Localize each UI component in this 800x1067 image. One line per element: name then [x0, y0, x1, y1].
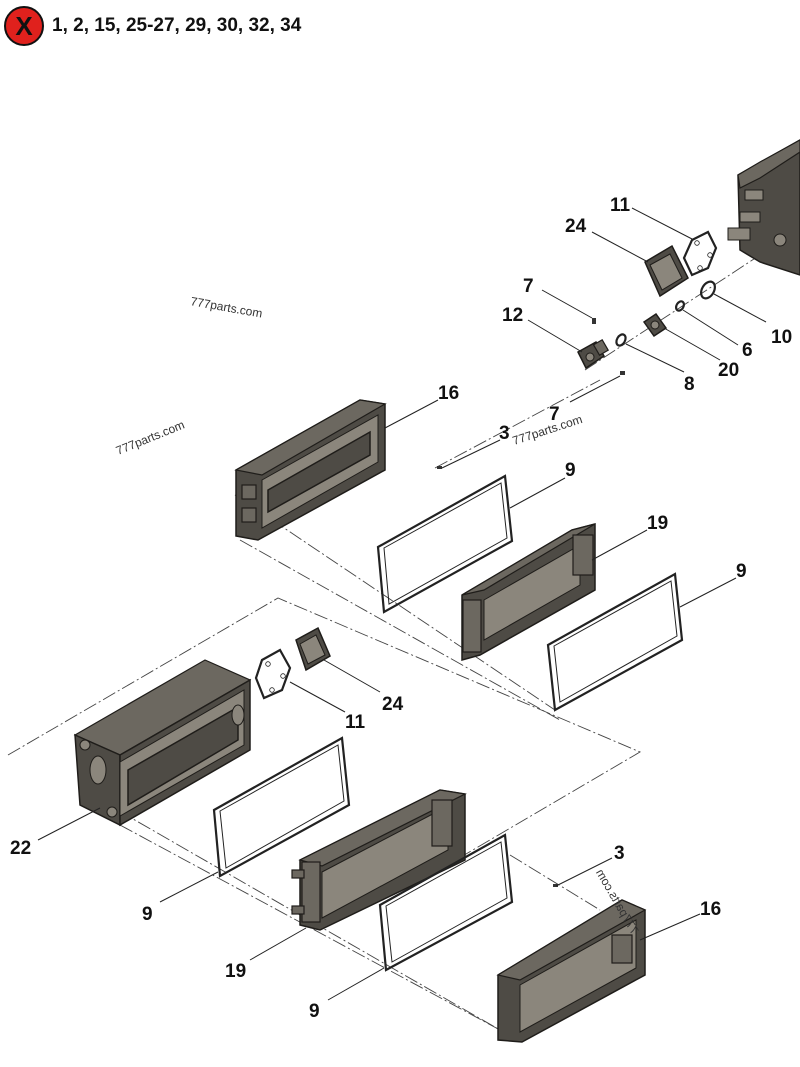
excluded-badge-icon: X — [4, 6, 44, 46]
callout-19-upper: 19 — [647, 513, 668, 534]
callout-9-c: 9 — [142, 904, 153, 925]
gasket-9-lower-right — [378, 833, 514, 972]
gasket-11-upper — [682, 230, 718, 277]
gasket-9-upper-left — [376, 474, 514, 614]
callout-11-lower: 11 — [345, 712, 366, 733]
ring-8 — [615, 333, 627, 347]
plate-24-upper — [644, 244, 689, 298]
callout-6: 6 — [742, 340, 753, 361]
header: X 1, 2, 15, 25-27, 29, 30, 32, 34 — [4, 6, 301, 46]
callout-9-d: 9 — [309, 1001, 320, 1022]
cooler-core-19-lower — [291, 789, 467, 931]
main-housing-partial — [727, 139, 800, 276]
ring-6 — [674, 300, 686, 312]
pin-7-upper — [592, 318, 596, 324]
watermark-2: 777parts.com — [114, 418, 187, 458]
excluded-parts-list: 1, 2, 15, 25-27, 29, 30, 32, 34 — [52, 15, 302, 36]
callout-11-upper: 11 — [610, 195, 631, 216]
fitting-12 — [577, 338, 610, 370]
callout-9-b: 9 — [736, 561, 747, 582]
watermark-3: 777parts.com — [511, 412, 584, 448]
callout-7-lower: 7 — [549, 404, 560, 425]
callout-leader-lines — [37, 207, 767, 1001]
callout-9-a: 9 — [565, 460, 576, 481]
callout-3-upper: 3 — [499, 423, 510, 444]
callout-7-upper: 7 — [523, 276, 534, 297]
callout-20: 20 — [718, 360, 739, 381]
cooler-core-19-upper — [461, 523, 596, 661]
callout-8: 8 — [684, 374, 695, 395]
gasket-11-lower — [254, 648, 292, 700]
gasket-9-upper-right — [546, 572, 684, 712]
pin-3-upper — [437, 466, 442, 469]
end-cover-16-lower — [496, 899, 647, 1043]
callout-12: 12 — [502, 305, 523, 326]
callout-24-lower: 24 — [382, 694, 404, 715]
pin-3-lower — [553, 884, 558, 887]
flange-20 — [642, 312, 668, 338]
callout-19-lower: 19 — [225, 961, 246, 982]
end-cover-16-upper — [234, 399, 387, 541]
callout-16-lower: 16 — [700, 899, 721, 920]
ring-10 — [700, 280, 716, 300]
assembly-guide-lines — [7, 254, 761, 1031]
callout-16-upper: 16 — [438, 383, 459, 404]
plate-24-lower — [295, 626, 331, 672]
callout-22: 22 — [10, 838, 31, 859]
callout-10: 10 — [771, 327, 792, 348]
callout-3-lower: 3 — [614, 843, 625, 864]
callout-24-upper: 24 — [565, 216, 587, 237]
housing-box-22 — [73, 659, 252, 827]
gasket-9-lower-left — [212, 736, 351, 878]
pin-7-lower — [620, 371, 625, 375]
watermark-1: 777parts.com — [189, 294, 263, 320]
callout-labels: 11 24 7 12 6 10 20 8 7 16 3 9 19 9 24 11… — [10, 195, 792, 1022]
